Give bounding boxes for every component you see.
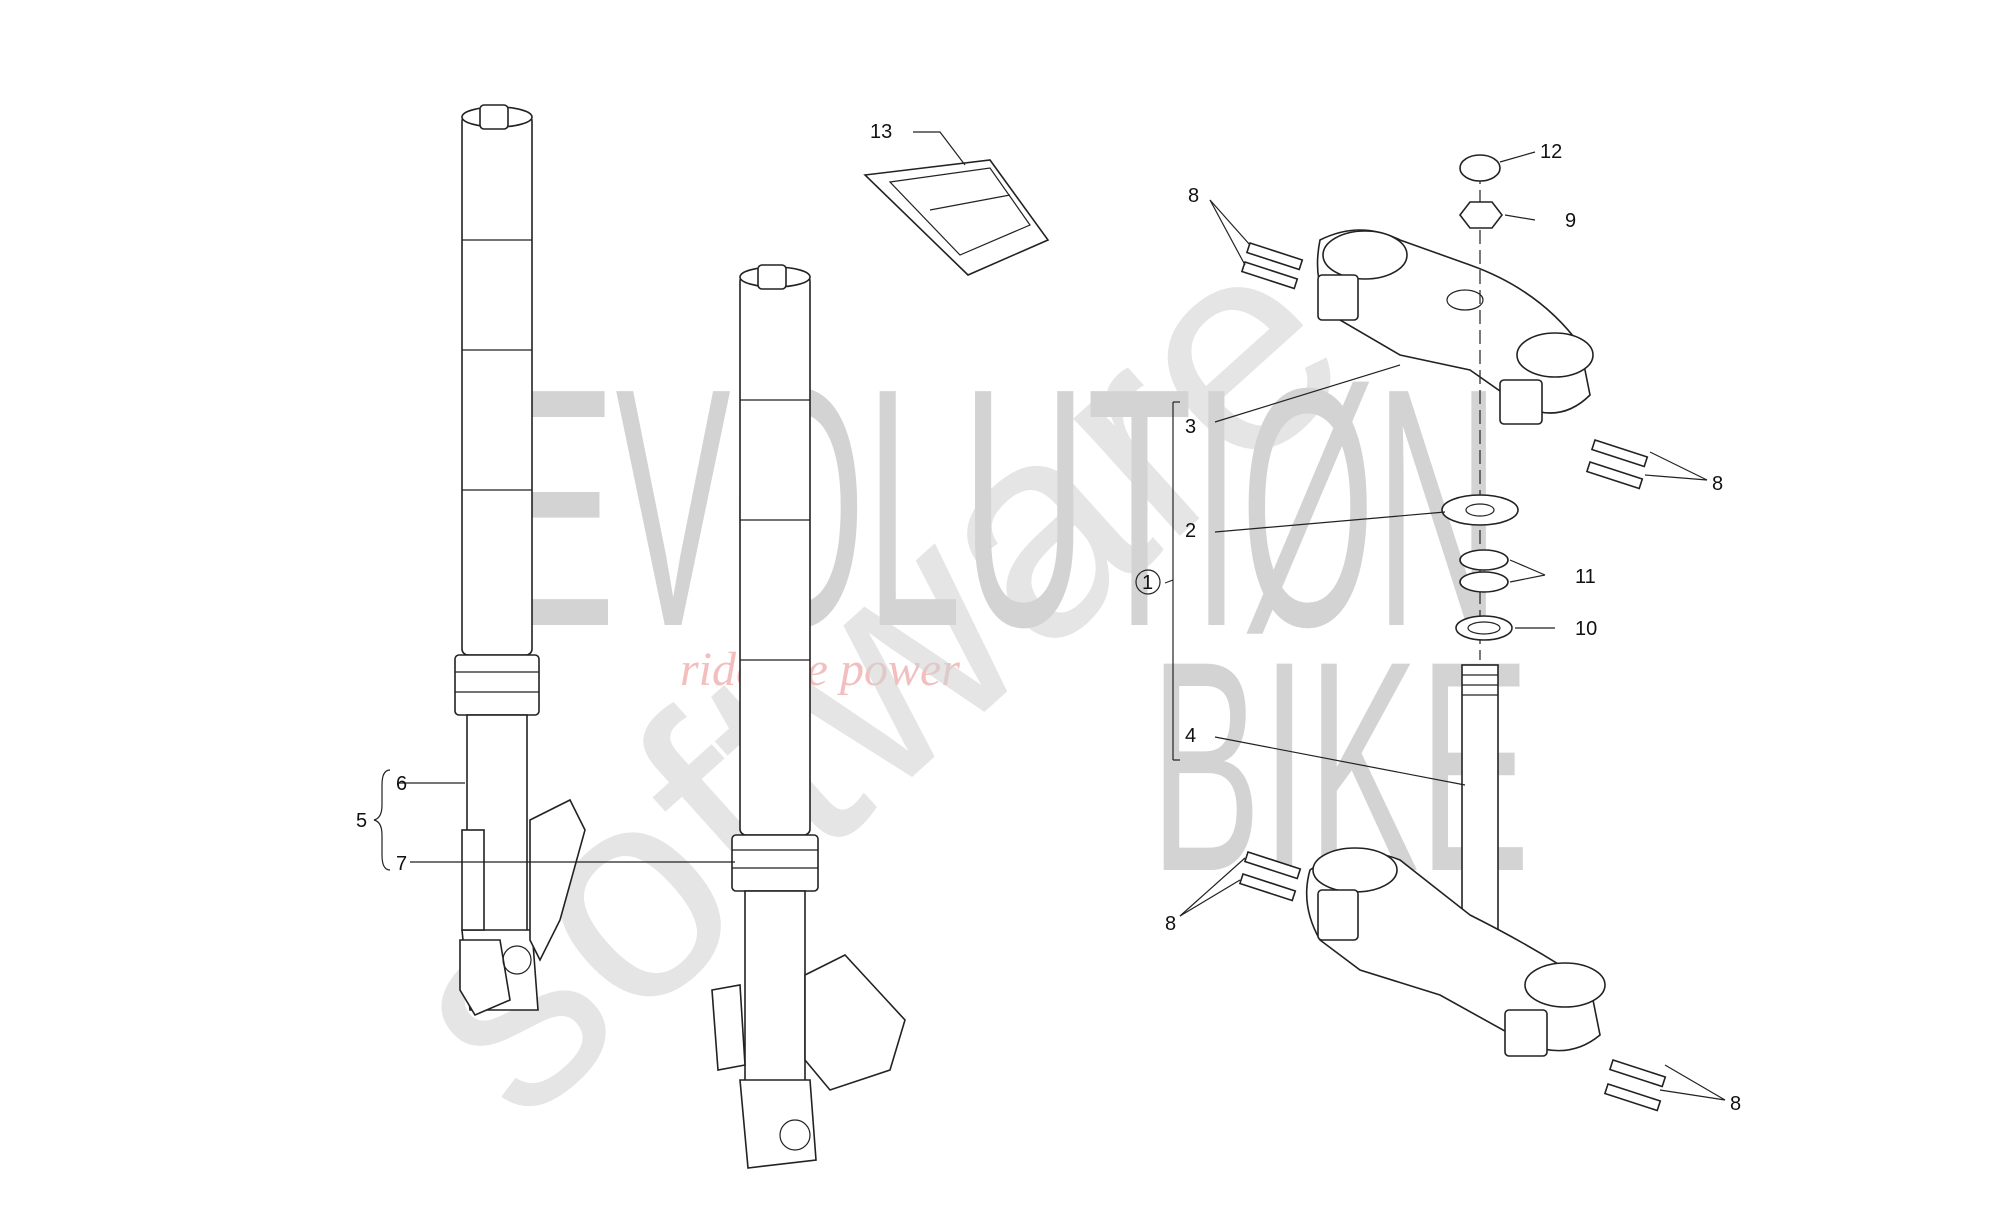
watermark-brand: EVOLUTIØN <box>500 318 1500 698</box>
callout-9: 9 <box>1565 210 1576 232</box>
part-13-decal <box>863 159 1050 276</box>
fork-leg-left <box>454 104 586 1017</box>
callout-6: 6 <box>396 773 407 795</box>
callout-12: 12 <box>1540 141 1562 163</box>
callout-3: 3 <box>1185 416 1196 438</box>
callout-1: 1 <box>1142 572 1153 594</box>
callout-8-upper-right: 8 <box>1712 473 1723 495</box>
steering-axis-parts <box>1441 154 1519 660</box>
leader-lines <box>373 131 1726 1101</box>
part-11-ring-a <box>1459 549 1509 571</box>
callout-7: 7 <box>396 853 407 875</box>
callout-4: 4 <box>1185 725 1196 747</box>
part-12-cap <box>1459 154 1501 182</box>
part-10-seal <box>1455 615 1513 641</box>
callout-5: 5 <box>356 810 367 832</box>
part-3-upper-triple-clamp <box>1316 229 1594 425</box>
callout-10: 10 <box>1575 618 1597 640</box>
callout-8-bottom-right: 8 <box>1730 1093 1741 1115</box>
callout-labels: 13 12 9 8 8 3 2 11 10 1 4 8 8 6 5 7 <box>356 121 1741 1115</box>
callout-2: 2 <box>1185 520 1196 542</box>
watermark-tagline: ride the power <box>680 643 960 696</box>
callout-1-circle <box>1135 569 1161 595</box>
callout-8-top-left: 8 <box>1188 185 1199 207</box>
fork-leg-right <box>711 264 906 1169</box>
callout-8-lower-left: 8 <box>1165 913 1176 935</box>
callout-13: 13 <box>870 121 892 143</box>
part-11-ring-b <box>1459 571 1509 593</box>
part-8-bolts <box>1238 241 1667 1112</box>
part-2-bearing <box>1441 494 1519 526</box>
callout-11: 11 <box>1575 566 1596 588</box>
part-9-nut <box>1458 201 1504 229</box>
part-4-lower-triple-clamp <box>1305 664 1606 1057</box>
